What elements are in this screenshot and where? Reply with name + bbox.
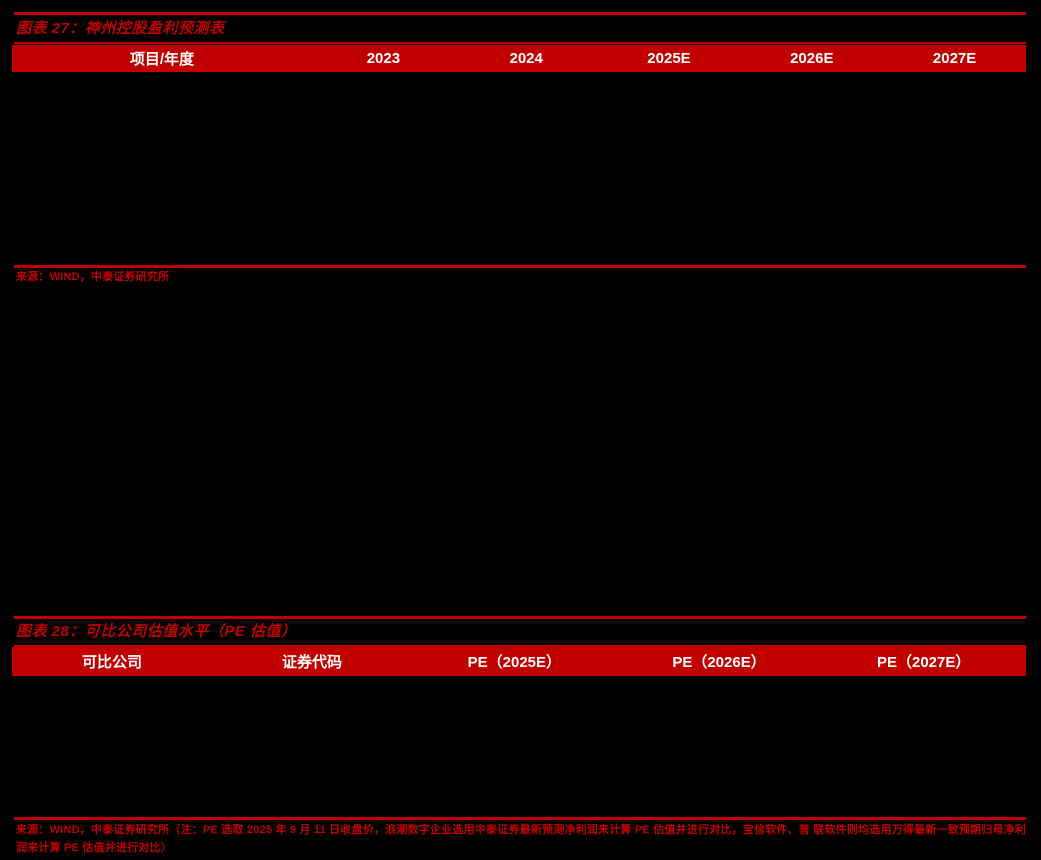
exhibit28-bottom-rule (14, 817, 1026, 820)
exhibit27-col-header-3: 2025E (647, 50, 691, 67)
exhibit27-col-header-0: 项目/年度 (129, 51, 195, 68)
exhibit27-table-body (12, 72, 1026, 265)
exhibit28-top-rule (14, 616, 1026, 619)
exhibit28-col-header-4: PE（2027E） (876, 654, 971, 671)
exhibit28-col-header-1: 证券代码 (281, 654, 342, 671)
exhibit28-source-note: 来源：WIND，中泰证券研究所（注：PE 选取 2025 年 9 月 11 日收… (16, 824, 1027, 854)
exhibit27-col-header-1: 2023 (366, 50, 401, 67)
exhibit28-title-rule (14, 645, 1026, 647)
exhibit28-col-header-2: PE（2025E） (467, 654, 562, 671)
exhibit27-col-header-4: 2026E (790, 50, 834, 67)
exhibit27-title: 图表 27：神州控股盈利预测表 (16, 20, 225, 37)
exhibit28-col-header-0: 可比公司 (81, 654, 142, 671)
exhibit28-title: 图表 28：可比公司估值水平（PE 估值） (16, 623, 297, 640)
exhibit27-title-rule (14, 42, 1026, 44)
exhibit27-header-row: 项目/年度 2023 2024 2025E 2026E 2027E (12, 45, 1026, 72)
exhibit27-top-rule (14, 12, 1026, 15)
exhibit28-table-body (12, 676, 1026, 816)
exhibit27-col-header-2: 2024 (509, 50, 543, 67)
exhibit27-source-note: 来源：WIND，中泰证券研究所 (16, 271, 170, 283)
exhibit27-bottom-rule (14, 265, 1026, 268)
exhibit27-col-header-5: 2027E (932, 50, 977, 67)
exhibit28-col-header-3: PE（2026E） (672, 654, 766, 671)
exhibit28-header-row: 可比公司 证券代码 PE（2025E） PE（2026E） PE（2027E） (12, 647, 1026, 676)
